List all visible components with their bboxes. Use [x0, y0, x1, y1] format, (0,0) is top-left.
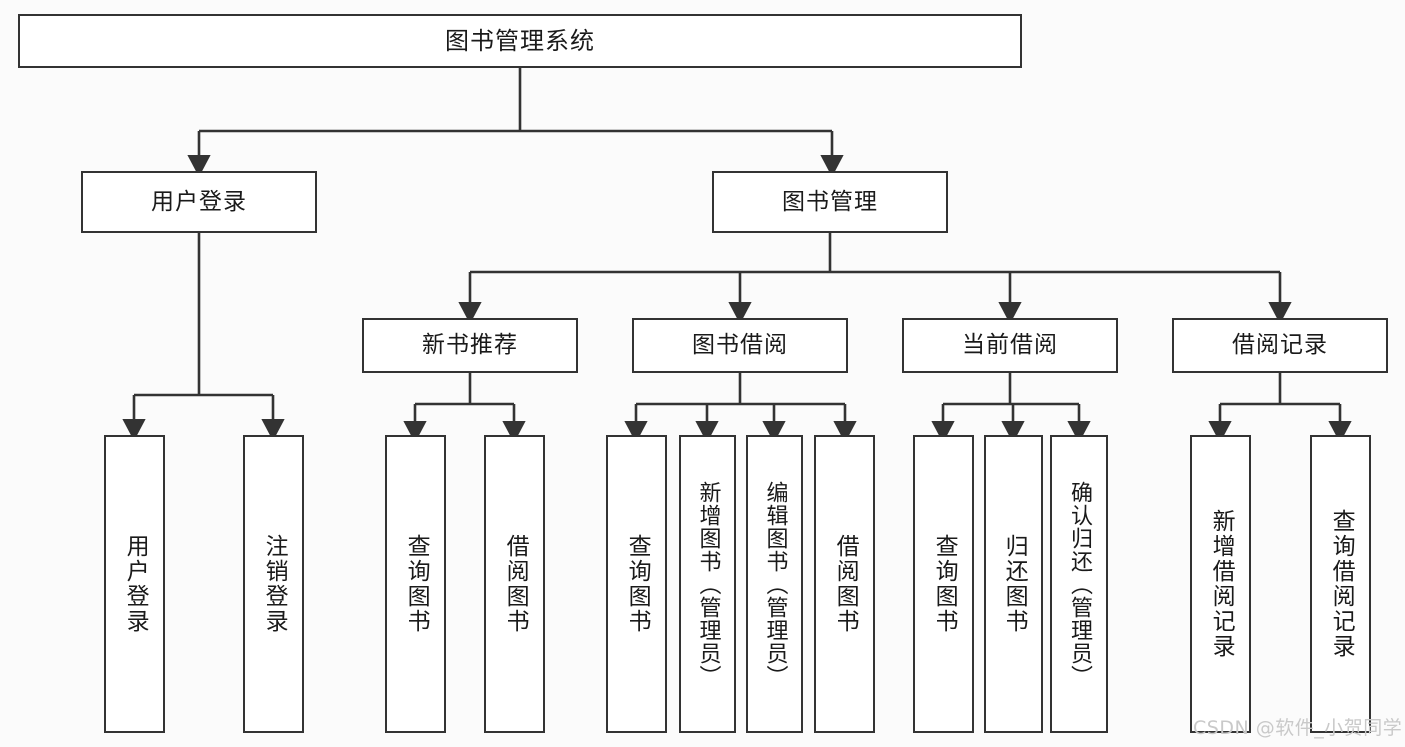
leaf-edit-book-admin[interactable]: 编辑图书（管理员）	[746, 435, 803, 733]
leaf-label: 新增图书（管理员）	[695, 480, 721, 688]
leaf-user-logout[interactable]: 注销登录	[243, 435, 304, 733]
leaf-borrow-book[interactable]: 借阅图书	[814, 435, 875, 733]
node-user-login[interactable]: 用户登录	[81, 171, 317, 233]
leaf-label: 借阅图书	[832, 534, 859, 634]
leaf-add-book-admin[interactable]: 新增图书（管理员）	[679, 435, 736, 733]
leaf-return-book[interactable]: 归还图书	[984, 435, 1043, 733]
csdn-watermark: CSDN @软件_小贺同学	[1193, 717, 1403, 739]
leaf-label: 确认归还（管理员）	[1066, 480, 1092, 688]
leaf-label: 新增借阅记录	[1208, 509, 1235, 659]
node-current-borrow[interactable]: 当前借阅	[902, 318, 1118, 373]
leaf-confirm-return-admin[interactable]: 确认归还（管理员）	[1050, 435, 1108, 733]
node-root-system[interactable]: 图书管理系统	[18, 14, 1022, 68]
leaf-add-borrow-record[interactable]: 新增借阅记录	[1190, 435, 1251, 733]
leaf-label: 用户登录	[122, 534, 149, 634]
leaf-query-book-borrow[interactable]: 查询图书	[606, 435, 667, 733]
leaf-user-login[interactable]: 用户登录	[104, 435, 165, 733]
leaf-borrow-book-recommend[interactable]: 借阅图书	[484, 435, 545, 733]
leaf-label: 注销登录	[261, 534, 288, 634]
leaf-label: 查询借阅记录	[1328, 509, 1355, 659]
leaf-label: 编辑图书（管理员）	[762, 480, 788, 688]
leaf-query-book-recommend[interactable]: 查询图书	[385, 435, 446, 733]
leaf-label: 查询图书	[403, 534, 430, 634]
leaf-query-book-current[interactable]: 查询图书	[913, 435, 974, 733]
leaf-label: 借阅图书	[502, 534, 529, 634]
node-new-book-recommend[interactable]: 新书推荐	[362, 318, 578, 373]
leaf-label: 归还图书	[1001, 534, 1028, 634]
node-book-management[interactable]: 图书管理	[712, 171, 948, 233]
leaf-label: 查询图书	[931, 534, 958, 634]
node-borrow-record[interactable]: 借阅记录	[1172, 318, 1388, 373]
leaf-label: 查询图书	[624, 534, 651, 634]
leaf-query-borrow-record[interactable]: 查询借阅记录	[1310, 435, 1371, 733]
node-book-borrow[interactable]: 图书借阅	[632, 318, 848, 373]
